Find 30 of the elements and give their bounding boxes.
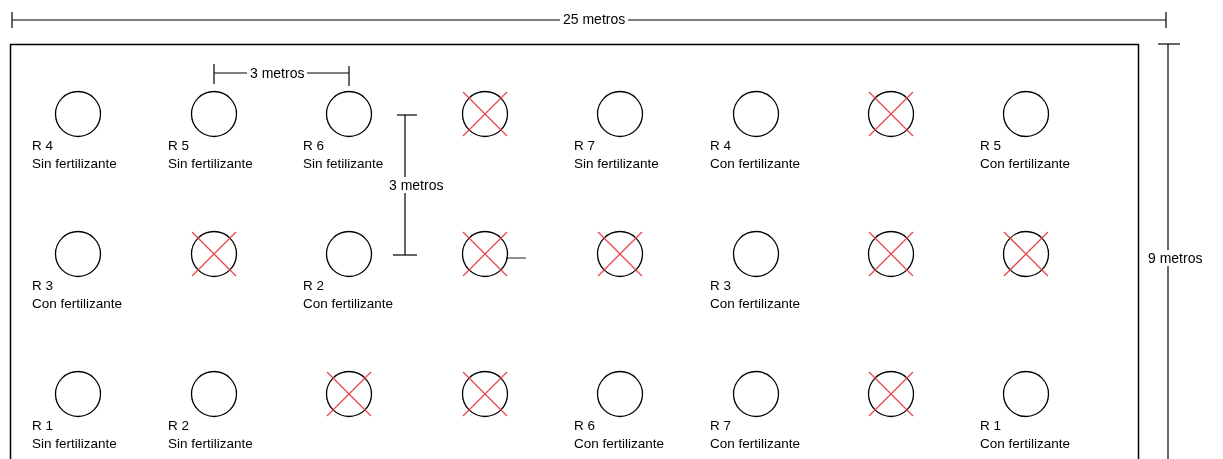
treatment-label: Sin fertilizante [168, 156, 253, 172]
treatment-label: Sin fetilizante [303, 156, 384, 172]
treatment-label: Con fertilizante [710, 296, 801, 312]
row-label: R 5 [168, 138, 189, 154]
treatment-label: Con fertilizante [980, 156, 1071, 172]
row-label: R 1 [32, 418, 53, 434]
row-label: R 3 [32, 278, 53, 294]
row-label: R 4 [710, 138, 731, 154]
dimension-label: 25 metros [560, 11, 629, 27]
treatment-label: Con fertilizante [303, 296, 394, 312]
treatment-label: Sin fertilizante [32, 156, 117, 172]
treatment-label: Sin fertilizante [574, 156, 659, 172]
row-label: R 7 [710, 418, 731, 434]
row-label: R 5 [980, 138, 1001, 154]
treatment-label: Con fertilizante [980, 436, 1071, 452]
treatment-label: Con fertilizante [710, 156, 801, 172]
treatment-label: Con fertilizante [32, 296, 123, 312]
row-label: R 2 [168, 418, 189, 434]
row-label: R 4 [32, 138, 53, 154]
treatment-label: Sin fertilizante [168, 436, 253, 452]
treatment-label: Con fertilizante [574, 436, 665, 452]
row-label: R 2 [303, 278, 324, 294]
row-label: R 6 [303, 138, 324, 154]
treatment-label: Con fertilizante [710, 436, 801, 452]
treatment-label: Sin fertilizante [32, 436, 117, 452]
row-label: R 6 [574, 418, 595, 434]
row-label: R 3 [710, 278, 731, 294]
dimension-label: 3 metros [247, 65, 308, 81]
row-label: R 7 [574, 138, 595, 154]
row-label: R 1 [980, 418, 1001, 434]
